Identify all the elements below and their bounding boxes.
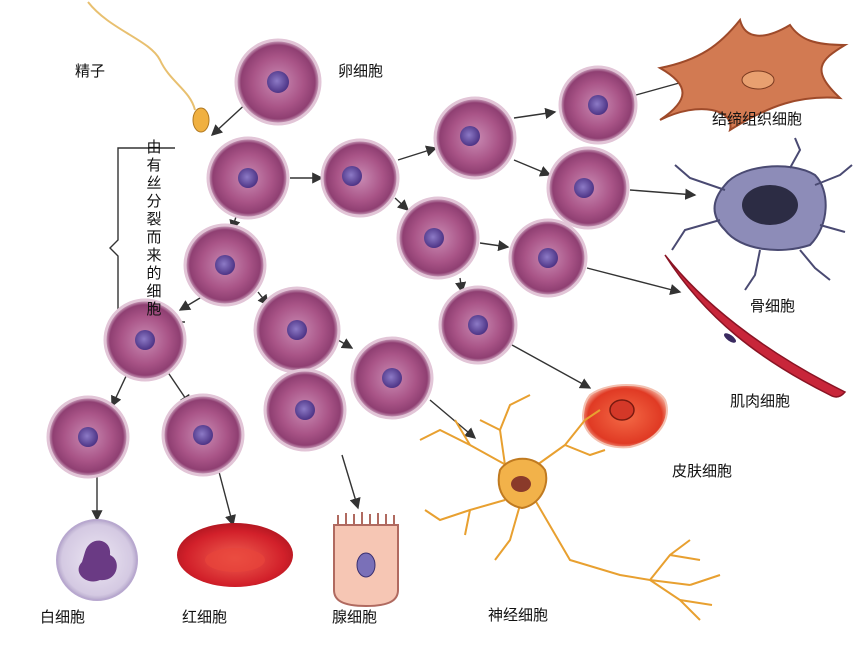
arrow bbox=[513, 159, 552, 177]
arrow bbox=[337, 338, 354, 349]
stem-cell bbox=[433, 96, 517, 180]
connective-tissue-cell bbox=[657, 17, 849, 133]
label-muscle: 肌肉细胞 bbox=[730, 392, 791, 410]
nerve-cell bbox=[419, 394, 721, 621]
muscle-cell bbox=[664, 254, 847, 398]
label-gland: 腺细胞 bbox=[332, 608, 378, 626]
arrow bbox=[111, 371, 129, 408]
label-bone: 骨细胞 bbox=[750, 297, 796, 315]
skin-cell bbox=[581, 384, 668, 449]
sperm-cell bbox=[87, 1, 210, 133]
stem-cells bbox=[46, 38, 638, 479]
white-blood-cell bbox=[56, 519, 138, 601]
stem-cell bbox=[161, 393, 245, 477]
stem-cell bbox=[320, 138, 400, 218]
stem-cell bbox=[350, 336, 434, 420]
label-bracket: 由有丝分裂而来的细胞 bbox=[146, 138, 162, 318]
arrow bbox=[341, 454, 361, 510]
gland-cell bbox=[333, 512, 399, 608]
label-nerve: 神经细胞 bbox=[488, 606, 549, 624]
arrow bbox=[429, 399, 477, 439]
stem-cell bbox=[508, 218, 588, 298]
stem-cell bbox=[546, 146, 630, 230]
arrow bbox=[629, 188, 697, 200]
stem-cell bbox=[396, 196, 480, 280]
label-sperm: 精子 bbox=[75, 62, 106, 80]
egg-cell bbox=[234, 38, 322, 126]
arrow bbox=[217, 467, 236, 527]
arrow bbox=[511, 344, 592, 389]
label-skin: 皮肤细胞 bbox=[672, 462, 733, 480]
label-connective: 结缔组织细胞 bbox=[712, 110, 803, 128]
stem-cell bbox=[558, 65, 638, 145]
arrow bbox=[513, 107, 557, 119]
arrow bbox=[397, 145, 438, 161]
label-white-blood: 白细胞 bbox=[40, 608, 86, 626]
label-egg: 卵细胞 bbox=[338, 62, 384, 80]
arrow bbox=[586, 267, 682, 295]
stem-cell bbox=[263, 368, 347, 452]
stem-cell bbox=[206, 136, 290, 220]
label-red-blood: 红细胞 bbox=[182, 608, 228, 626]
arrow bbox=[479, 240, 510, 252]
stem-cell bbox=[103, 298, 187, 382]
stem-cell bbox=[46, 395, 130, 479]
stem-cell bbox=[438, 285, 518, 365]
arrows bbox=[91, 77, 697, 527]
bone-cell bbox=[671, 137, 853, 291]
stem-cell bbox=[253, 286, 341, 374]
stem-cell bbox=[183, 223, 267, 307]
arrow bbox=[394, 197, 410, 211]
red-blood-cell bbox=[177, 523, 293, 587]
